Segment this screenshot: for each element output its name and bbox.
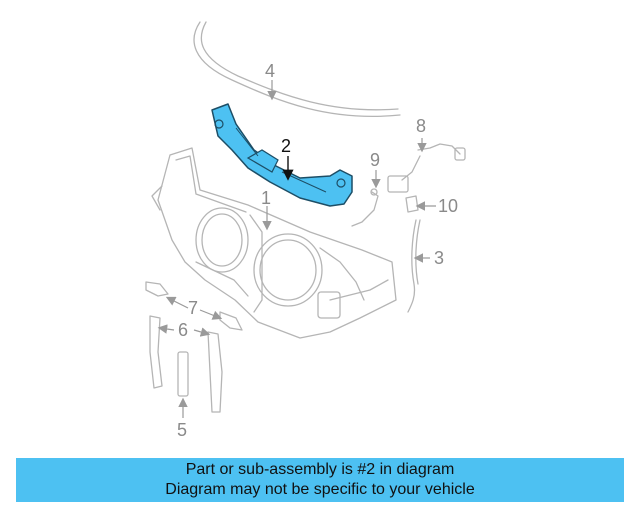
part-6-side-brackets <box>149 315 223 413</box>
callout-5: 5 <box>177 420 187 440</box>
parts-diagram: 4 2 1 3 8 9 10 7 6 5 <box>145 21 466 440</box>
part-4-hood-seal <box>193 21 401 118</box>
callout-8: 8 <box>416 116 426 136</box>
leader-lines <box>157 80 436 418</box>
callout-9: 9 <box>370 150 380 170</box>
callout-6: 6 <box>178 320 188 340</box>
part-2-lock-support <box>211 103 353 207</box>
callout-1: 1 <box>261 188 271 208</box>
part-8-sensor <box>387 143 466 193</box>
info-banner: Part or sub-assembly is #2 in diagram Di… <box>16 458 624 502</box>
part-3-release-cable <box>407 219 421 313</box>
callout-4: 4 <box>265 61 275 81</box>
callout-2: 2 <box>281 136 291 156</box>
part-5-strip <box>177 351 189 397</box>
callout-10: 10 <box>438 196 458 216</box>
part-9-bracket <box>351 188 379 227</box>
banner-line-1: Part or sub-assembly is #2 in diagram <box>185 461 455 478</box>
part-10-clip <box>405 195 419 213</box>
banner-line-2: Diagram may not be specific to your vehi… <box>165 481 475 498</box>
callout-3: 3 <box>434 248 444 268</box>
part-1-front-panel <box>151 147 397 339</box>
callout-7: 7 <box>188 298 198 318</box>
